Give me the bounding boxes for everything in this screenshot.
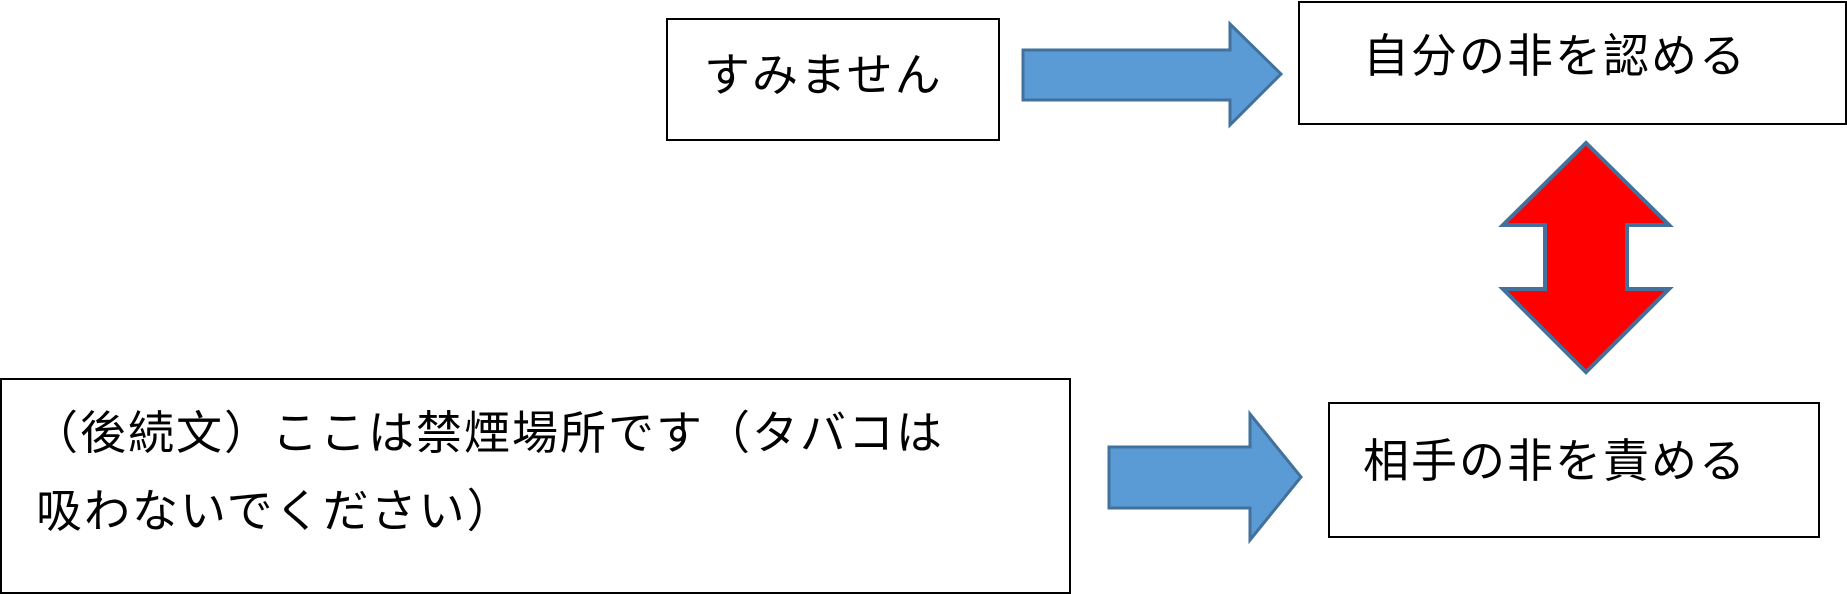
right-arrow-bottom: [1107, 409, 1303, 545]
apology-box: すみません: [666, 18, 1000, 141]
admit-fault-box: 自分の非を認める: [1298, 1, 1847, 125]
blame-other-box: 相手の非を責める: [1328, 402, 1820, 538]
right-arrow-bottom-shape: [1107, 409, 1303, 545]
right-arrow-top: [1021, 20, 1284, 129]
double-arrow-vertical: [1498, 140, 1674, 375]
admit-fault-text: 自分の非を認める: [1363, 29, 1747, 83]
follow-up-line-1: （後続文）ここは禁煙場所です（タバコは: [32, 406, 944, 460]
follow-up-box: （後続文）ここは禁煙場所です（タバコは 吸わないでください）: [0, 378, 1071, 594]
blame-other-text: 相手の非を責める: [1363, 434, 1747, 488]
double-arrow-vertical-shape: [1498, 140, 1674, 375]
right-arrow-top-shape: [1021, 20, 1284, 129]
apology-text: すみません: [704, 48, 943, 102]
follow-up-line-2: 吸わないでください）: [36, 484, 515, 538]
